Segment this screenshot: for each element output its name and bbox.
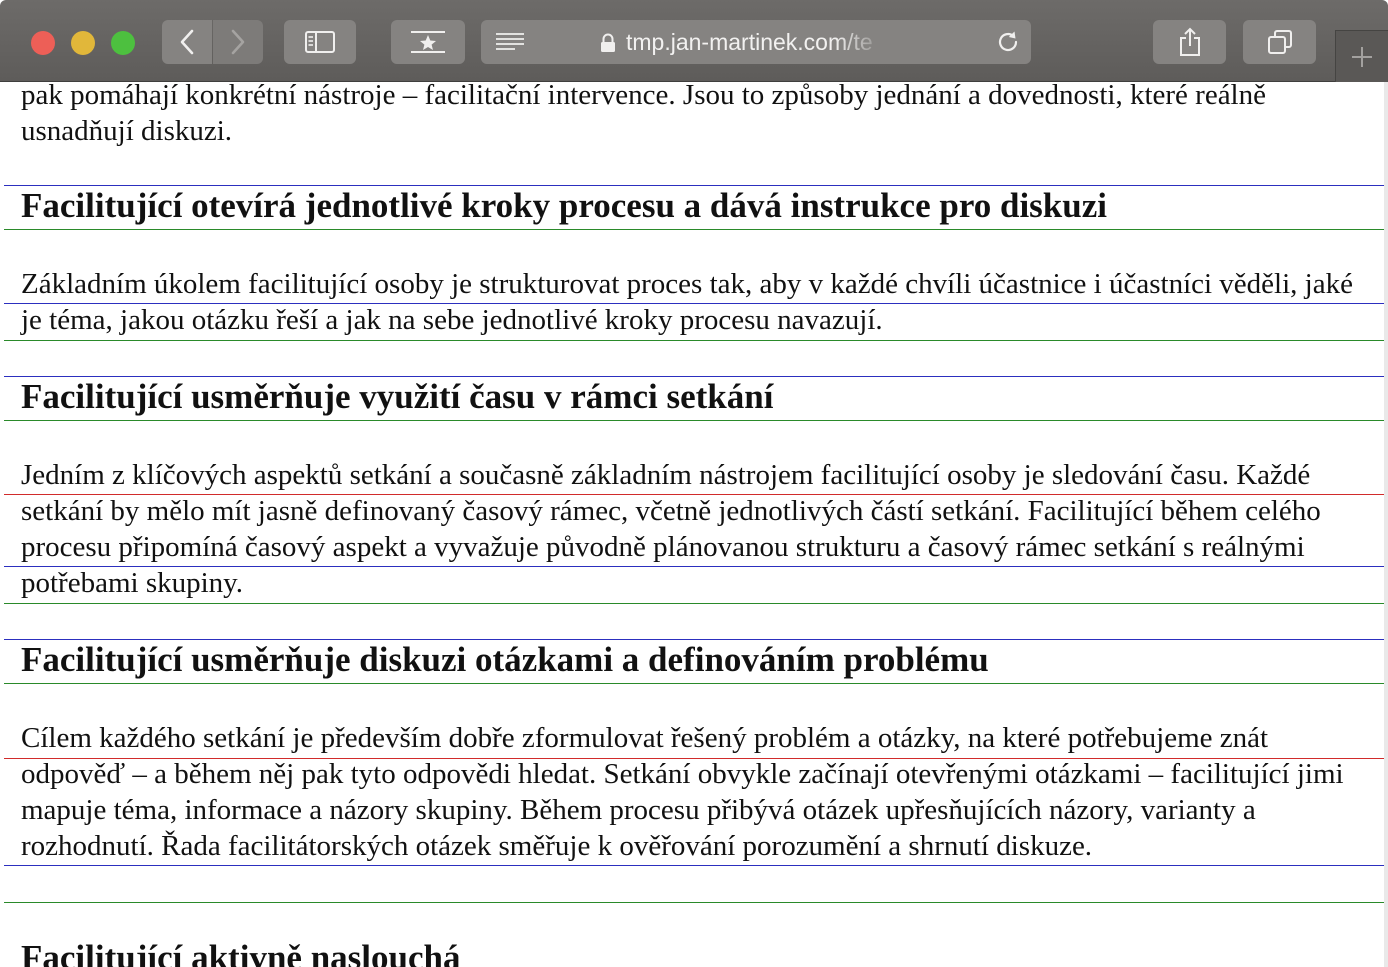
address-bar[interactable]: tmp.jan-martinek.com/te [481, 20, 1031, 64]
intro-paragraph: pak pomáhají konkrétní nástroje – facili… [21, 82, 1266, 147]
chevron-left-icon [180, 29, 194, 55]
reload-icon[interactable] [995, 29, 1021, 55]
bookmarks-button[interactable] [391, 20, 465, 64]
browser-toolbar: tmp.jan-martinek.com/te [0, 0, 1388, 82]
sidebar-button[interactable] [284, 20, 356, 64]
guide-line [4, 340, 1384, 341]
sidebar-icon [305, 31, 335, 53]
section-heading: Facilitující otevírá jednotlivé kroky pr… [21, 186, 1107, 225]
guide-line [4, 639, 1384, 640]
guide-line [4, 420, 1384, 421]
url-text[interactable]: tmp.jan-martinek.com/te [626, 29, 873, 55]
guide-line [4, 902, 1384, 903]
section-heading: Facilitující usměrňuje diskuzi otázkami … [21, 640, 989, 679]
minimize-window-button[interactable] [71, 31, 95, 55]
guide-line [4, 494, 1384, 495]
forward-button[interactable] [213, 20, 263, 64]
guide-line [4, 603, 1384, 604]
maximize-window-button[interactable] [111, 31, 135, 55]
section-heading: Facilitující usměrňuje využití času v rá… [21, 377, 774, 416]
section-paragraph: Základním úkolem facilitující osoby je s… [21, 268, 1353, 336]
section-paragraph: Jedním z klíčových aspektů setkání a sou… [21, 459, 1321, 599]
new-tab-button[interactable] [1335, 30, 1388, 82]
guide-line [4, 683, 1384, 684]
guide-line [4, 566, 1384, 567]
tabs-overview-button[interactable] [1243, 20, 1316, 64]
section-heading: Facilitující aktivně naslouchá [21, 938, 461, 967]
share-icon [1179, 27, 1200, 56]
guide-line [4, 185, 1384, 186]
guide-line [4, 229, 1384, 230]
lock-icon [601, 33, 615, 52]
share-button[interactable] [1153, 20, 1226, 64]
tabs-overview-icon [1267, 30, 1292, 54]
guide-line [4, 758, 1384, 759]
guide-line [4, 376, 1384, 377]
page-content: pak pomáhají konkrétní nástroje – facili… [0, 82, 1384, 967]
section-paragraph: Cílem každého setkání je především dobře… [21, 722, 1344, 862]
plus-icon [1352, 46, 1372, 67]
star-bookmark-icon [411, 31, 445, 53]
reader-lines-icon[interactable] [495, 32, 525, 52]
close-window-button[interactable] [31, 31, 55, 55]
guide-line [4, 303, 1384, 304]
guide-line [4, 865, 1384, 866]
chevron-right-icon [231, 29, 245, 55]
back-button[interactable] [162, 20, 212, 64]
scrollbar[interactable] [1384, 82, 1388, 967]
